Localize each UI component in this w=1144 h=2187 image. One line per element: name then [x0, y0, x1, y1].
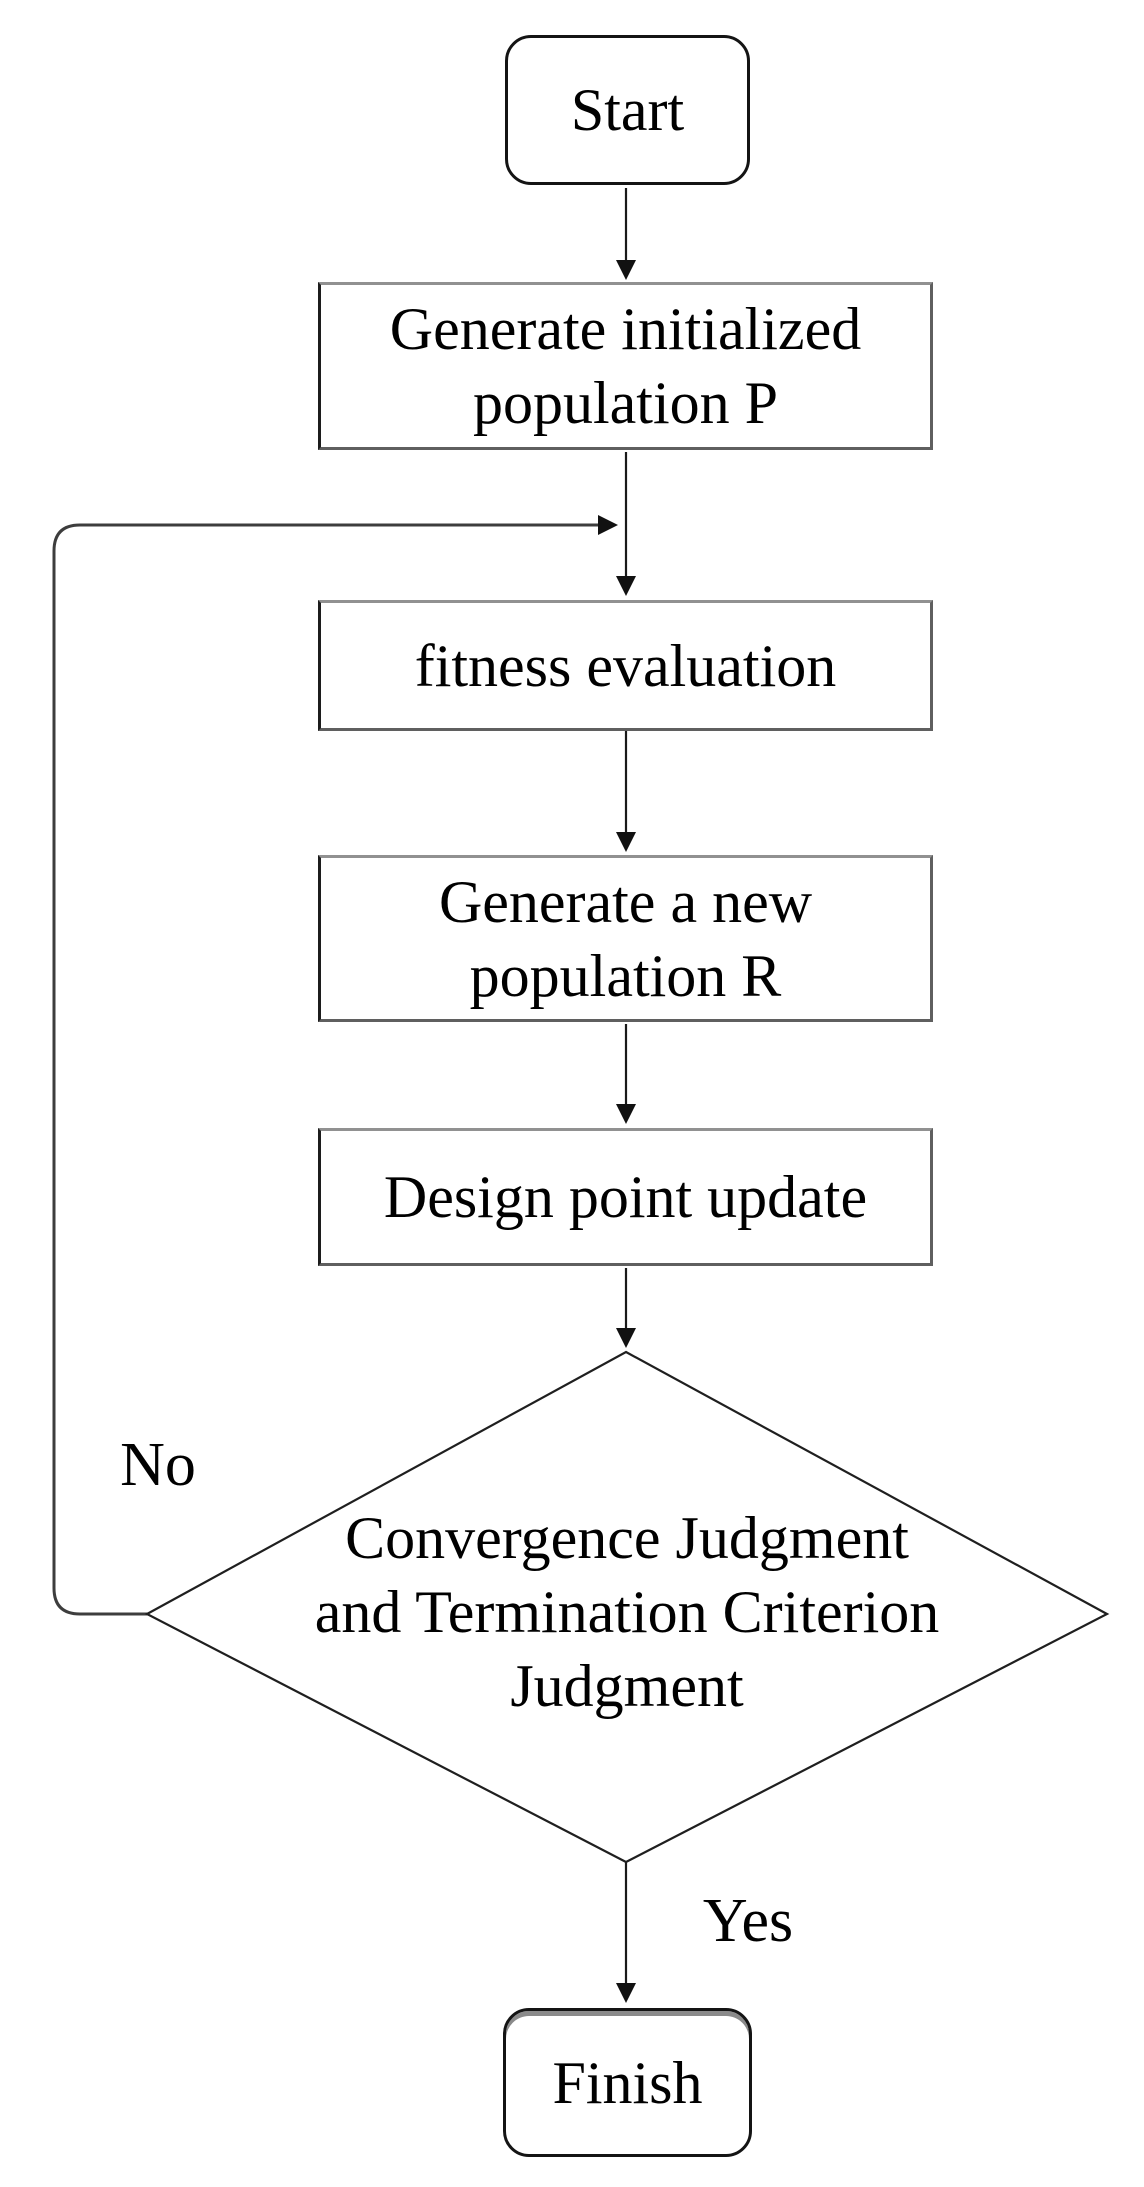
node-start: Start [505, 35, 750, 185]
node-finish-label: Finish [552, 2049, 703, 2116]
node-design-point-update: Design point update [318, 1128, 933, 1266]
node-generate-new-population: Generate a new population R [318, 855, 933, 1022]
edge-label-yes: Yes [648, 1884, 848, 1958]
node-generate-initialized-population-label: Generate initialized population P [389, 296, 862, 436]
node-fitness-evaluation: fitness evaluation [318, 600, 933, 731]
node-finish: Finish [503, 2008, 752, 2157]
node-decision-label: Convergence Judgment and Termination Cri… [314, 1505, 940, 1719]
decision-diamond-shape [144, 1350, 1110, 1864]
edge-label-yes-text: Yes [702, 1887, 794, 1955]
node-fitness-evaluation-label: fitness evaluation [414, 632, 837, 699]
edge-label-no-text: No [120, 1431, 196, 1499]
node-generate-initialized-population: Generate initialized population P [318, 282, 933, 450]
node-decision-label-block: Convergence Judgment and Termination Cri… [177, 1466, 1077, 1758]
no-loop-connector [52, 515, 618, 1616]
edge-label-no: No [58, 1428, 258, 1502]
node-generate-new-population-label: Generate a new population R [438, 868, 813, 1009]
node-start-label: Start [570, 77, 685, 143]
node-design-point-update-label: Design point update [383, 1164, 868, 1230]
